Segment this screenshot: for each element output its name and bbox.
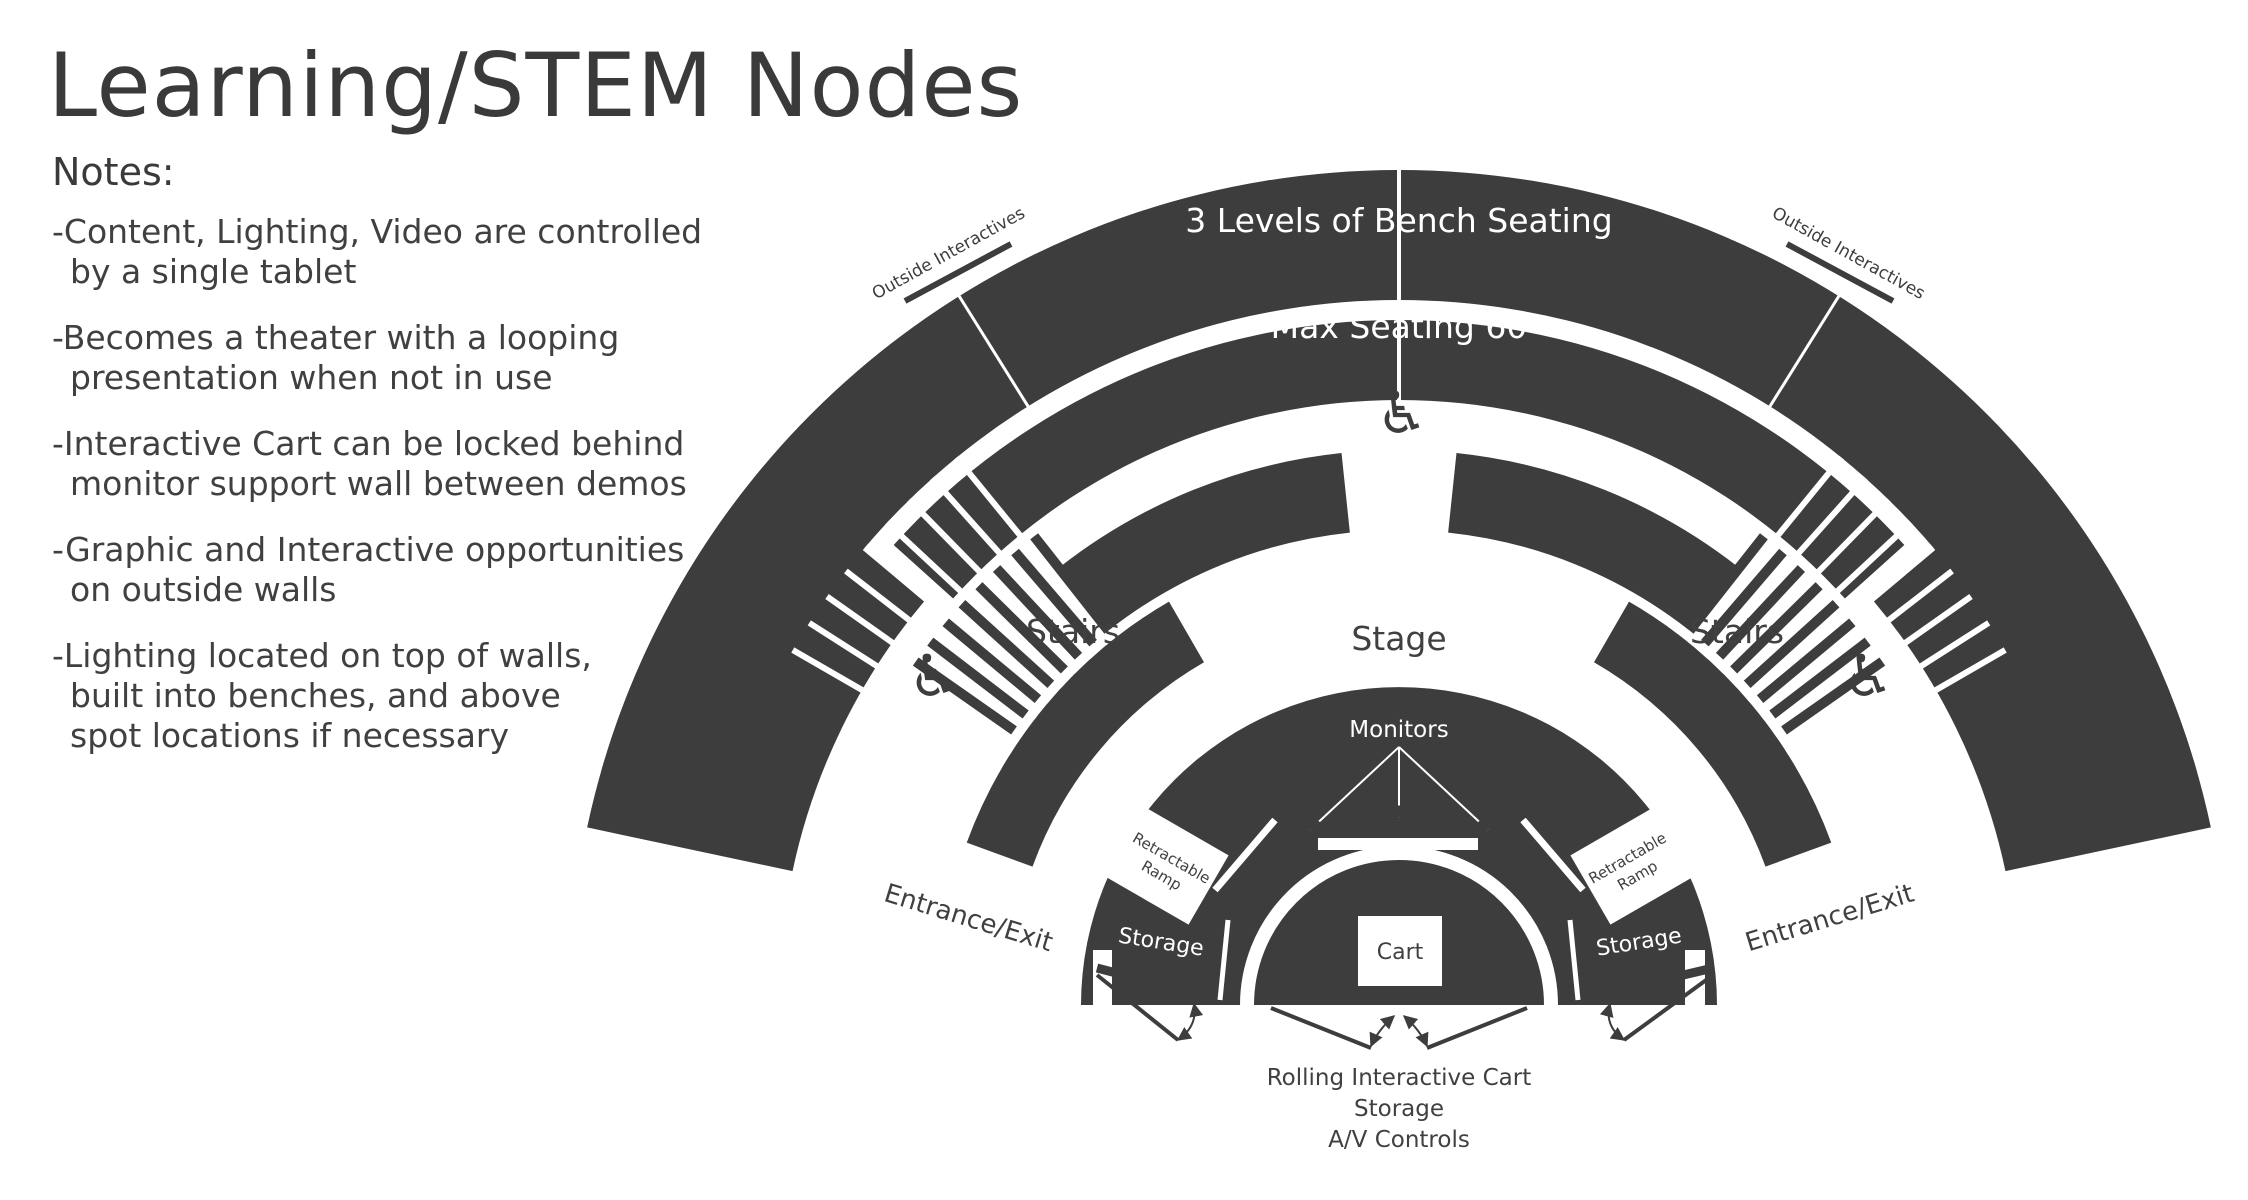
entrance-exit-label: Entrance/Exit: [881, 878, 1057, 958]
stair-bar: [958, 599, 1055, 688]
stage-label: Stage: [1351, 619, 1446, 658]
wheelchair-icon: ♿: [908, 642, 960, 710]
cart-label: Cart: [1377, 940, 1424, 965]
retractable-ramp-right: Retractable Ramp: [1570, 807, 1694, 925]
right-front-bench: [1448, 453, 1738, 630]
stair-bar: [927, 637, 1029, 719]
stair-bar: [975, 582, 1068, 674]
bench-divider: [791, 647, 1003, 773]
notes-panel: Notes: -Content, Lighting, Video are con…: [52, 150, 712, 782]
page-title: Learning/STEM Nodes: [48, 34, 1024, 137]
bench-divider: [1747, 544, 1935, 705]
retractable-ramp-left: Retractable Ramp: [1105, 807, 1229, 925]
stair-bar: [1701, 548, 1787, 647]
stair-bar: [1756, 618, 1856, 703]
stair-bar: [1781, 657, 1886, 735]
note-line: -Lighting located on top of walls,: [52, 636, 592, 675]
right-outer-benches: [1873, 466, 2211, 872]
left-outer-benches: [587, 466, 925, 872]
stair-bar: [1743, 599, 1840, 688]
stairs-label: Stairs: [1026, 612, 1120, 651]
note-line: presentation when not in use: [70, 358, 553, 397]
stair-bar: [1730, 582, 1823, 674]
note-item: -Interactive Cart can be locked behind m…: [52, 424, 712, 504]
wheelchair-icon: ♿: [1842, 642, 1894, 710]
note-item: -Becomes a theater with a looping presen…: [52, 318, 712, 398]
bench-divider: [885, 520, 1065, 689]
bench-divider: [1718, 497, 1891, 674]
bench-divider: [1795, 647, 2007, 773]
notes-heading: Notes:: [52, 150, 175, 194]
bench-divider: [954, 455, 1111, 646]
stair-bar: [1030, 533, 1113, 634]
stair-bar: [1715, 565, 1806, 660]
stairs-label: Stairs: [1690, 612, 1784, 651]
note-item: -Graphic and Interactive opportunities o…: [52, 530, 712, 610]
note-line: -Becomes a theater with a looping: [52, 318, 620, 357]
stair-bar: [1769, 637, 1871, 719]
bottom-label: A/V Controls: [1328, 1127, 1470, 1153]
seating-area: [587, 160, 2211, 872]
bench-divider: [930, 476, 1095, 660]
stair-bar: [1011, 548, 1097, 647]
bench-divider: [1703, 476, 1868, 660]
bench-divider: [807, 620, 1014, 755]
bottom-label: Rolling Interactive Cart: [1267, 1065, 1532, 1091]
note-line: built into benches, and above: [70, 676, 561, 715]
inner-bench-band: [893, 319, 1905, 599]
outer-bench-band: [601, 170, 2197, 808]
note-line: monitor support wall between demos: [70, 464, 687, 503]
stair-bar: [1685, 533, 1768, 634]
bench-divider: [1687, 455, 1844, 646]
note-item: -Content, Lighting, Video are controlled…: [52, 212, 712, 292]
stair-bar: [992, 565, 1083, 660]
cart-box: [1358, 916, 1442, 986]
bench-divider: [952, 286, 1035, 416]
note-line: on outside walls: [70, 570, 337, 609]
note-line: by a single tablet: [70, 252, 357, 291]
note-line: -Interactive Cart can be locked behind: [52, 424, 685, 463]
note-line: spot locations if necessary: [70, 716, 510, 755]
left-low-bench: [966, 601, 1204, 867]
bottom-label: Storage: [1354, 1096, 1444, 1122]
stair-bar: [912, 657, 1017, 735]
bench-divider: [1733, 520, 1913, 689]
note-item: -Lighting located on top of walls, built…: [52, 636, 712, 756]
wheelchair-icon: ♿: [1376, 379, 1428, 447]
entrance-exit-label: Entrance/Exit: [1742, 878, 1918, 958]
note-line: -Content, Lighting, Video are controlled: [52, 212, 703, 251]
bench-seating-label: 3 Levels of Bench Seating: [1185, 201, 1612, 240]
bench-divider: [1763, 286, 1846, 416]
monitor-wall: [1318, 838, 1478, 850]
bench-divider: [907, 497, 1080, 674]
stair-bar: [942, 618, 1042, 703]
bench-divider: [863, 544, 1051, 705]
left-front-bench: [1060, 453, 1350, 630]
bench-divider: [1784, 620, 1991, 755]
monitors-label: Monitors: [1349, 717, 1448, 743]
note-line: -Graphic and Interactive opportunities: [52, 530, 685, 569]
right-low-bench: [1594, 601, 1832, 867]
max-seating-label: Max Seating 60: [1271, 307, 1528, 346]
